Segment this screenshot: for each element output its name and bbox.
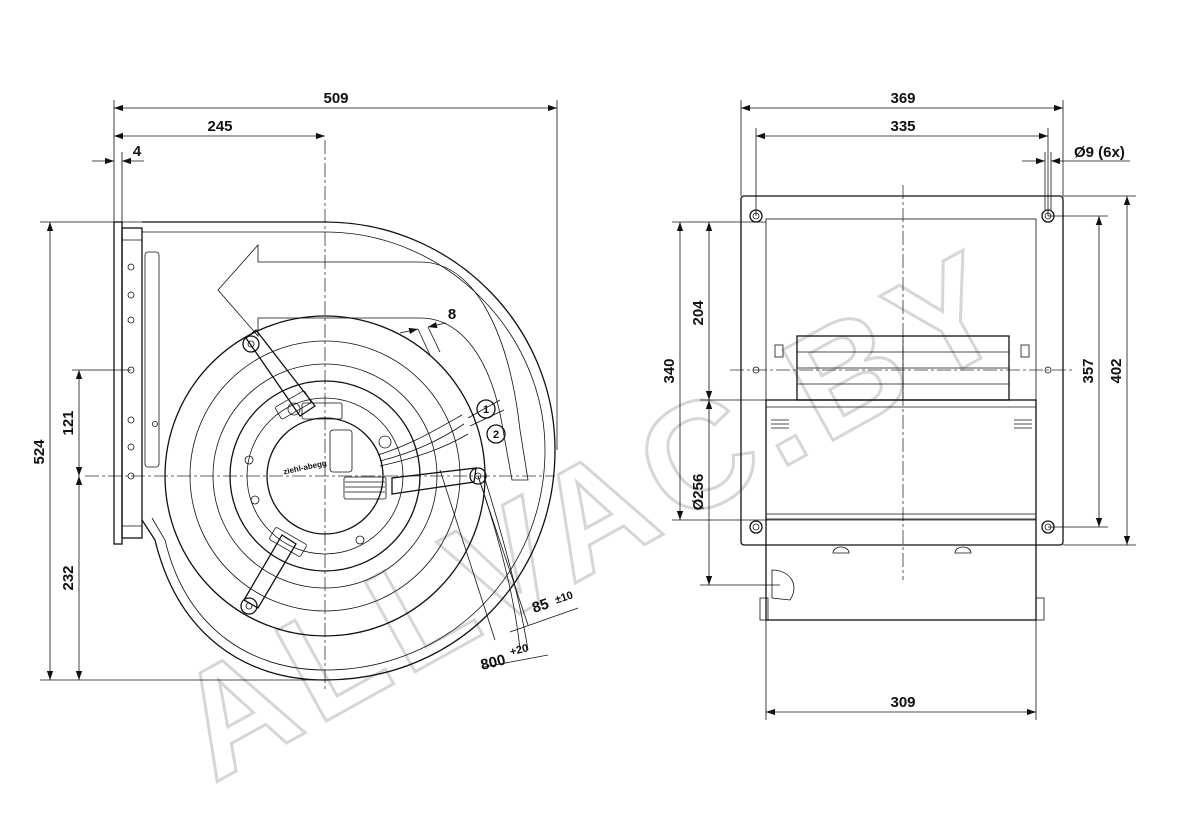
watermark: ALLVAC.BY — [147, 214, 1041, 813]
dim-8-label: 8 — [448, 306, 456, 323]
dim-524: 524 — [31, 221, 325, 681]
dim-121-label: 121 — [60, 410, 77, 435]
dim-8: 8 — [399, 306, 456, 356]
impeller-outer-ring — [164, 315, 486, 637]
dim-335-label: 335 — [890, 118, 915, 135]
dim-85: 85 ±10 — [477, 475, 579, 633]
dim-357: 357 — [1048, 215, 1108, 528]
dim-369: 369 — [740, 90, 1064, 196]
dim-256: Ø256 — [690, 400, 780, 586]
dim-204-label: 204 — [690, 300, 707, 326]
dim-800-text: 800 +20 — [478, 642, 532, 674]
dim-204: 204 — [690, 221, 766, 401]
dim-340-label: 340 — [661, 358, 678, 383]
side-view: ziehl-abegg 1 2 — [31, 90, 579, 690]
dim-402-label: 402 — [1108, 358, 1125, 383]
callout-2-label: 2 — [493, 429, 499, 441]
dim-85-text: 85 ±10 — [530, 588, 576, 617]
dim-245-label: 245 — [207, 118, 232, 135]
dim-holes-label: Ø9 (6x) — [1074, 144, 1125, 161]
dim-4-label: 4 — [133, 143, 142, 160]
callout-2: 2 — [486, 424, 506, 444]
callout-1: 1 — [476, 399, 496, 419]
dim-800: 800 +20 — [439, 469, 549, 674]
mounting-flange — [113, 221, 160, 545]
dim-232-label: 232 — [60, 565, 77, 590]
dim-524-label: 524 — [31, 439, 48, 465]
motor-outline — [229, 380, 421, 572]
scroll-housing — [141, 221, 556, 681]
dim-309: 309 — [765, 620, 1037, 720]
front-flange — [740, 195, 1064, 546]
motor-logo: ziehl-abegg — [283, 458, 328, 476]
mounting-bolts — [759, 569, 1045, 621]
dim-509-label: 509 — [323, 90, 348, 107]
impeller-block — [771, 335, 1032, 554]
dim-335: 335 — [755, 118, 1049, 216]
front-view: 369 335 Ø9 (6x) 204 340 — [661, 90, 1136, 720]
dim-340: 340 — [661, 221, 766, 521]
motor-hub — [266, 417, 384, 535]
dim-509: 509 — [113, 90, 558, 450]
dim-121: 121 — [60, 369, 131, 476]
dim-256-label: Ø256 — [690, 474, 707, 511]
dim-holes: Ø9 (6x) — [1022, 144, 1130, 210]
flow-arrow — [217, 243, 529, 481]
dim-4: 4 — [92, 143, 144, 222]
callout-1-label: 1 — [483, 404, 489, 416]
dim-309-label: 309 — [890, 694, 915, 711]
dim-245: 245 — [114, 118, 325, 140]
dim-357-label: 357 — [1080, 358, 1097, 383]
dim-369-label: 369 — [890, 90, 915, 107]
dim-232: 232 — [60, 476, 83, 680]
dim-402: 402 — [1063, 195, 1136, 546]
watermark-text: ALLVAC.BY — [148, 215, 1039, 811]
support-struts — [240, 329, 487, 615]
